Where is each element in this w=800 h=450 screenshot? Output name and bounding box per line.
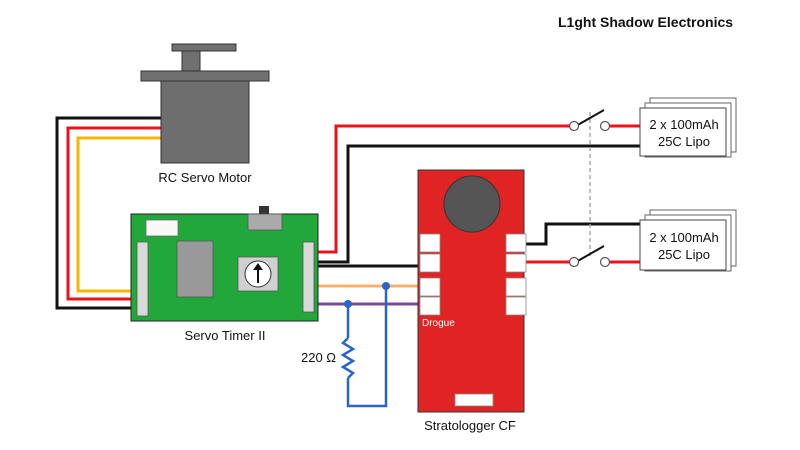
battery-bottom: [639, 209, 737, 272]
servo-wire-black: [55, 116, 165, 310]
bottom-switch: [568, 245, 611, 268]
stratologger-board: [417, 169, 527, 413]
battery-bottom-line2: 25C Lipo: [658, 247, 710, 262]
servo-motor-label: RC Servo Motor: [158, 170, 252, 185]
battery-top-line1: 2 x 100mAh: [649, 117, 718, 132]
timer-power-wire-black: [316, 144, 650, 264]
servo-wire-red: [66, 126, 165, 301]
stratologger-power-wire-black: [522, 222, 650, 246]
servo-wire-yellow: [76, 136, 165, 293]
junction-dot-purple: [344, 300, 352, 308]
resistor-label: 220 Ω: [301, 350, 336, 365]
drogue-label: Drogue: [422, 318, 455, 329]
junction-dot-orange: [382, 282, 390, 290]
servo-timer-board: [130, 206, 319, 322]
rc-servo-motor: [140, 43, 270, 164]
battery-bottom-line1: 2 x 100mAh: [649, 230, 718, 245]
battery-top-line2: 25C Lipo: [658, 134, 710, 149]
servo-timer-label: Servo Timer II: [185, 328, 266, 343]
diagram-title: L1ght Shadow Electronics: [558, 14, 733, 30]
timer-power-wire-red: [316, 124, 574, 254]
top-switch: [568, 109, 611, 132]
resistor-bottom-lead: [346, 286, 388, 408]
resistor-zigzag: [340, 337, 356, 379]
stratologger-label: Stratologger CF: [424, 418, 516, 433]
battery-top: [639, 97, 737, 158]
